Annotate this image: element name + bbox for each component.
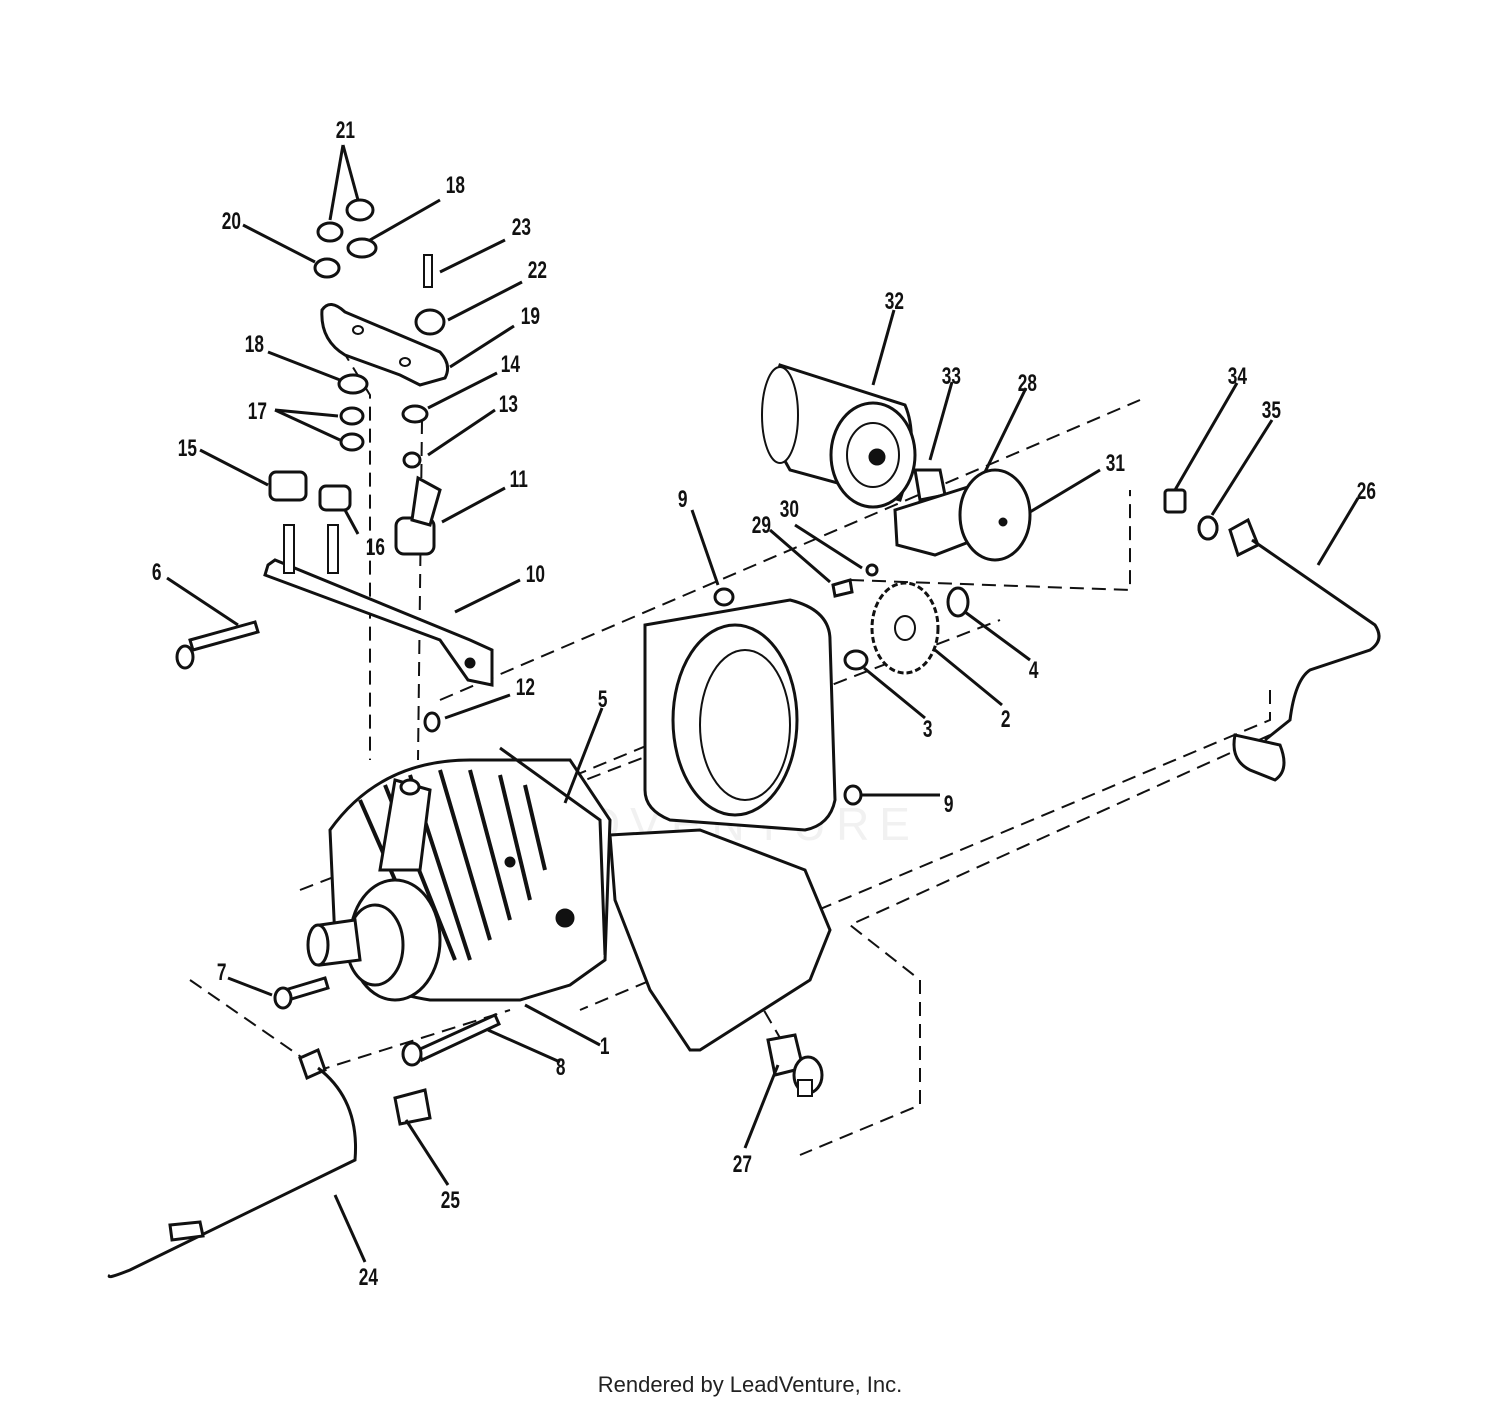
oil-line-26 — [1163, 488, 1381, 782]
bolt-6 — [175, 620, 260, 670]
leader-lines — [166, 144, 1360, 1263]
callout-8: 8 — [556, 1054, 566, 1080]
callout-2: 2 — [1001, 706, 1011, 732]
callout-12: 12 — [516, 674, 535, 700]
bolt-7 — [273, 976, 330, 1010]
callout-29: 29 — [752, 512, 771, 538]
callout-3: 3 — [923, 716, 933, 742]
callout-32: 32 — [885, 288, 904, 314]
callout-9: 9 — [678, 486, 688, 512]
callout-9: 9 — [944, 791, 954, 817]
fitting-27 — [766, 1033, 824, 1097]
callout-5: 5 — [598, 686, 608, 712]
hardware-stack — [268, 198, 446, 556]
callout-26: 26 — [1357, 478, 1376, 504]
oil-pump-28 — [893, 468, 1032, 562]
callout-15: 15 — [178, 435, 198, 461]
nut-9-side — [843, 784, 863, 806]
callout-23: 23 — [512, 214, 531, 240]
callout-7: 7 — [217, 959, 227, 985]
callout-28: 28 — [1018, 370, 1037, 396]
callout-24: 24 — [359, 1264, 379, 1290]
callout-19: 19 — [521, 303, 540, 329]
gear-2 — [831, 563, 970, 675]
callout-21: 21 — [336, 117, 356, 143]
callout-35: 35 — [1262, 397, 1282, 423]
plate-19 — [320, 303, 450, 387]
oil-filter-32 — [761, 363, 917, 509]
gasket-5 — [499, 746, 607, 956]
bolt-8 — [401, 1013, 501, 1067]
callout-22: 22 — [528, 257, 547, 283]
callout-10: 10 — [526, 561, 545, 587]
callout-13: 13 — [499, 391, 518, 417]
callout-31: 31 — [1106, 450, 1126, 476]
key-12 — [423, 711, 441, 733]
callout-14: 14 — [501, 351, 521, 377]
bracket-10 — [263, 524, 494, 687]
gearbox-1 — [306, 758, 612, 1002]
washer-35 — [1197, 515, 1219, 541]
callout-6: 6 — [152, 559, 162, 585]
callout-16: 16 — [366, 534, 385, 560]
callout-30: 30 — [780, 496, 799, 522]
callout-11: 11 — [510, 466, 529, 492]
callout-1: 1 — [600, 1033, 610, 1059]
callout-34: 34 — [1228, 363, 1248, 389]
callout-20: 20 — [222, 208, 241, 234]
callout-labels: 21 18 20 23 22 19 18 14 17 13 15 11 16 6… — [152, 117, 1376, 1290]
callout-17: 17 — [248, 398, 267, 424]
callout-18: 18 — [446, 172, 465, 198]
adapter-housing-5 — [608, 598, 837, 1052]
callout-25: 25 — [441, 1187, 461, 1213]
callout-18: 18 — [245, 331, 264, 357]
callout-27: 27 — [733, 1151, 752, 1177]
nut-9-top — [713, 587, 735, 607]
oil-line-24 — [107, 1047, 432, 1279]
callout-33: 33 — [942, 363, 961, 389]
callout-4: 4 — [1029, 657, 1039, 683]
footer-credit: Rendered by LeadVenture, Inc. — [597, 1372, 903, 1397]
